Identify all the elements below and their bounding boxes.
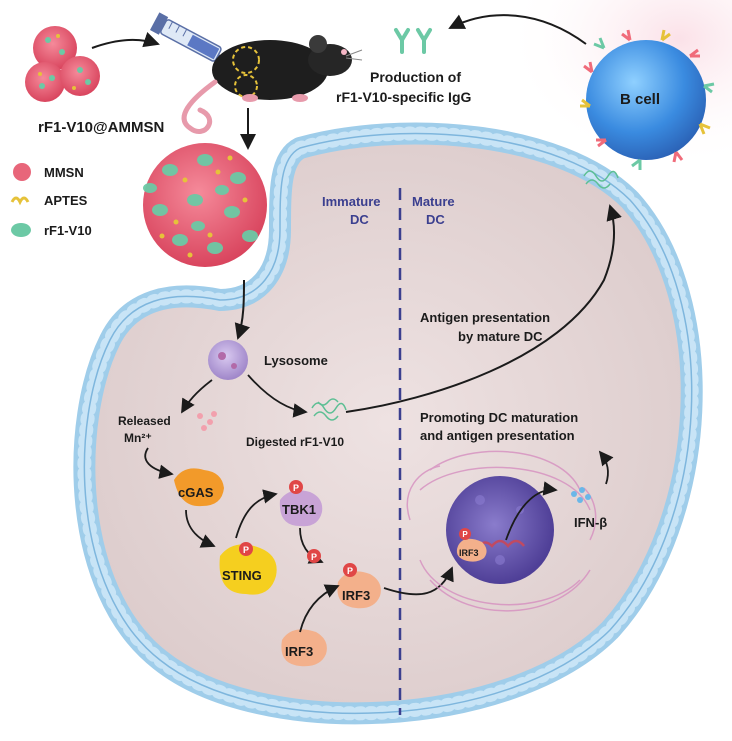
production-label-line2: rF1-V10-specific IgG <box>336 89 471 105</box>
antigen-presentation-line1: Antigen presentation <box>420 310 550 325</box>
irf3-nucleus-phospho-label: P <box>462 530 468 539</box>
legend: MMSN APTES rF1-V10 <box>10 163 92 238</box>
irf3-shape <box>281 629 327 667</box>
tbk1-phospho-label: P <box>293 483 299 493</box>
ifn-label: IFN-β <box>574 515 607 530</box>
irf3-phospho-label-a: P <box>311 552 317 562</box>
immature-dc-label-line2: DC <box>350 212 369 227</box>
irf3-phospho-icon-a <box>307 549 321 563</box>
legend-aptes-swatch <box>10 196 30 206</box>
nanoparticle-label: rF1-V10@AMMSN <box>38 119 164 136</box>
sting-label: STING <box>222 568 262 583</box>
ifn-dots-icon <box>571 487 591 503</box>
sting-phospho-icon <box>239 542 253 556</box>
mouse-icon <box>181 35 363 134</box>
legend-rf1v10-swatch <box>11 223 31 237</box>
irf3-phos-label: IRF3 <box>342 588 370 603</box>
tbk1-phospho-icon <box>289 480 303 494</box>
irf3-phospho-icon-b <box>343 563 357 577</box>
irf3-nucleus-shape <box>456 538 487 562</box>
membrane-edge <box>83 132 693 715</box>
irf3-nucleus-phospho-icon <box>459 528 471 540</box>
sting-shape <box>219 544 277 595</box>
cgas-label: cGAS <box>178 485 214 500</box>
arrow-to-tbk1 <box>235 489 278 539</box>
arrow-to-sting <box>185 509 216 548</box>
arrow-to-cgas <box>144 447 174 479</box>
irf3-phospho-label-b: P <box>347 566 353 576</box>
arrow-to-mn <box>181 379 213 414</box>
released-label-line1: Released <box>118 414 171 428</box>
nanoparticle-cluster <box>25 26 100 102</box>
irf3-label: IRF3 <box>285 644 313 659</box>
dna-strand <box>476 539 525 549</box>
released-label-line2: Mn²⁺ <box>124 431 152 445</box>
immature-dc-label-line1: Immature <box>322 194 381 209</box>
arrow-irf3-to-irf3p <box>299 584 340 633</box>
arrow-to-ifn <box>505 481 558 541</box>
arrow-ifn-up <box>598 450 614 485</box>
digested-antigen-icon <box>311 398 347 421</box>
arrow-to-syringe <box>91 31 160 49</box>
arrow-to-nucleus <box>383 566 454 596</box>
antibody-icon <box>394 28 432 54</box>
lysosome-label: Lysosome <box>264 353 328 368</box>
arrow-to-digested <box>247 374 308 418</box>
tbk1-shape <box>279 490 323 527</box>
arrow-bcell-to-igg <box>448 14 587 45</box>
irf3-nucleus-label: IRF3 <box>459 548 479 558</box>
legend-rf1v10-label: rF1-V10 <box>44 223 92 238</box>
promoting-label-line2: and antigen presentation <box>420 428 575 443</box>
legend-aptes-label: APTES <box>44 193 88 208</box>
digested-label: Digested rF1-V10 <box>246 435 344 449</box>
antigen-presentation-line2: by mature DC <box>458 329 543 344</box>
promoting-label-line1: Promoting DC maturation <box>420 410 578 425</box>
arrow-antigen-to-bcell <box>345 204 622 413</box>
mature-dc-label-line1: Mature <box>412 194 455 209</box>
endoplasmic-reticulum <box>406 450 597 612</box>
legend-mmsn-swatch <box>13 163 31 181</box>
cgas-shape <box>174 468 224 507</box>
sting-phospho-label: P <box>243 545 249 555</box>
production-label-line1: Production of <box>370 69 461 85</box>
antigen-near-bcell-icon <box>583 170 619 189</box>
irf3-phos-shape <box>337 571 381 609</box>
tbk1-label: TBK1 <box>282 502 316 517</box>
legend-mmsn-label: MMSN <box>44 165 84 180</box>
b-cell-label: B cell <box>620 91 660 108</box>
arrow-to-lysosome <box>234 279 251 340</box>
nanoparticle-large <box>143 143 267 267</box>
mn-ions <box>197 411 217 431</box>
b-cell <box>580 29 715 170</box>
mature-dc-label-line2: DC <box>426 212 445 227</box>
lysosome-icon <box>208 340 248 380</box>
